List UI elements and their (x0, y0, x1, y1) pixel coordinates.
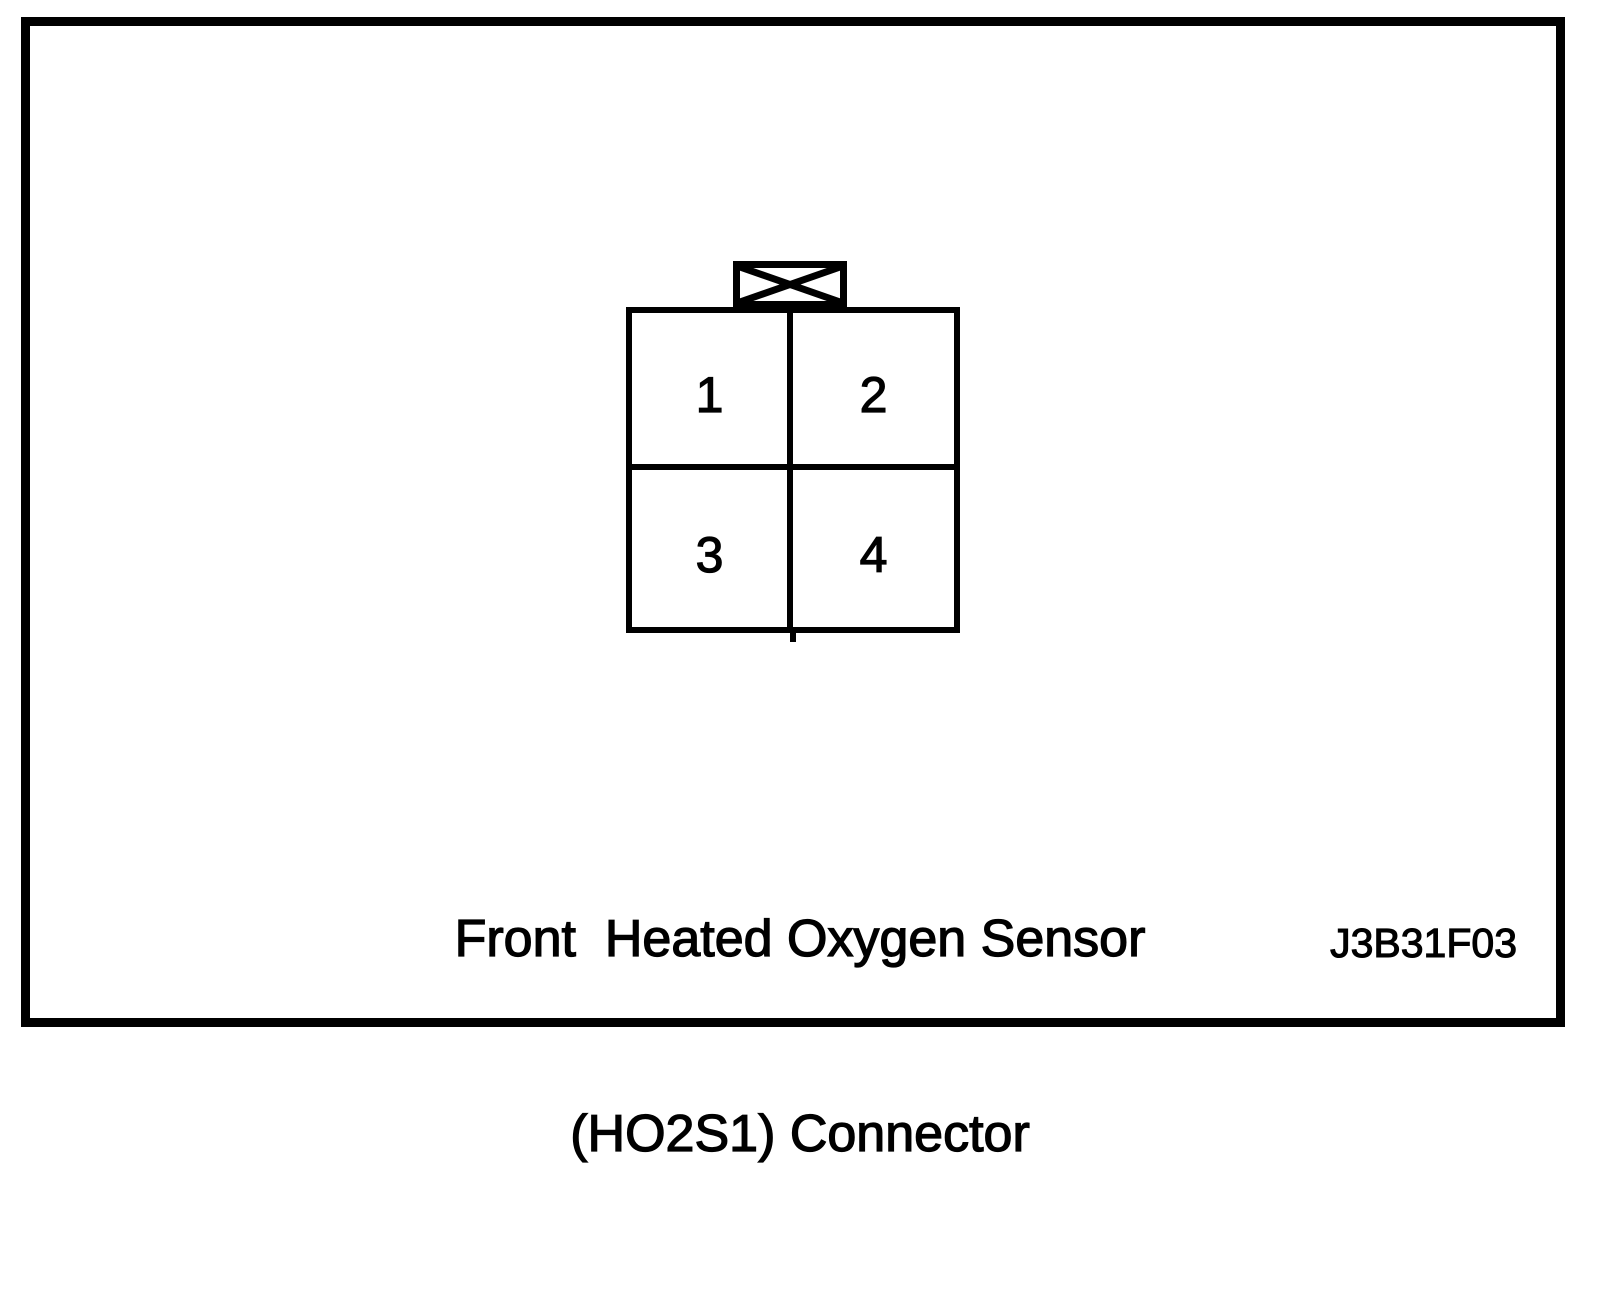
caption-line-1: Front Heated Oxygen Sensor (454, 909, 1146, 968)
figure-frame: 1 2 3 4 Front Heated Oxygen Sensor (HO2S… (21, 17, 1565, 1164)
pin-cell-1: 1 (632, 313, 793, 470)
pin-cell-4: 4 (859, 526, 888, 583)
connector-keyway-icon (733, 261, 847, 308)
figure-code: J3B31F03 (1330, 919, 1518, 966)
connector-pin-grid: 1 2 3 4 (626, 307, 960, 633)
pin-cell-3: 3 (632, 470, 793, 627)
pin-cell-2: 2 (793, 313, 954, 470)
center-divider-tick (790, 633, 796, 642)
figure-caption: Front Heated Oxygen Sensor (HO2S1) Conne… (37, 777, 1563, 1297)
caption-line-2: (HO2S1) Connector (570, 1104, 1031, 1163)
